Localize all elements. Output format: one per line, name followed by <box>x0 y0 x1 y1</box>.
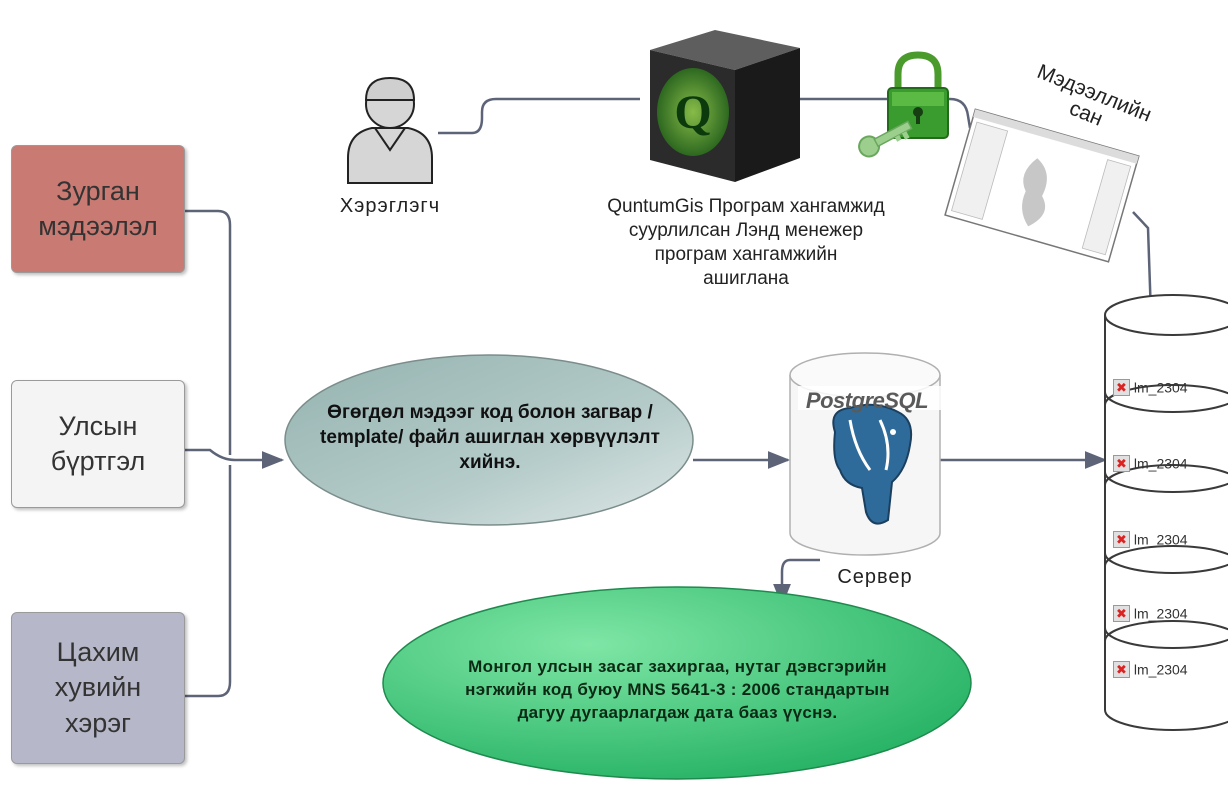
db-layer-label: lm_2304 <box>1133 605 1188 622</box>
result-oval <box>382 586 972 780</box>
database-screenshot-image <box>944 108 1140 263</box>
source-box-registry: Улсын бүртгэл <box>11 380 185 508</box>
server-label: Сервер <box>837 566 913 588</box>
storage-cylinder-stack <box>1104 294 1228 731</box>
postgres-label: PostgreSQL <box>805 388 929 413</box>
process-oval <box>284 354 694 526</box>
source-label-images: Зурган мэдээлэл <box>38 175 158 241</box>
user-to-qgis-connector <box>438 97 640 135</box>
server-to-result-connector <box>773 558 820 607</box>
result-text: Монгол улсын засаг захиргаа, нутаг дэвсг… <box>465 657 890 722</box>
source-label-e-files: Цахим хувийн хэрэг <box>54 637 142 738</box>
qgis-to-database-connector <box>796 97 972 129</box>
db-layer-item: ✖ lm_2304 <box>1113 660 1188 678</box>
postgres-elephant-icon <box>832 403 913 525</box>
db-layer-label: lm_2304 <box>1133 379 1188 396</box>
svg-text:Q: Q <box>674 86 711 139</box>
db-layer-label: lm_2304 <box>1133 531 1188 548</box>
error-icon: ✖ <box>1113 660 1130 678</box>
db-layer-label: lm_2304 <box>1133 455 1188 472</box>
process-text: Өгөгдөл мэдээг код болон загвар / templa… <box>320 402 660 473</box>
source-box-images: Зурган мэдээлэл <box>11 145 185 273</box>
qgis-server-box-icon: Q <box>650 30 800 182</box>
db-layer-item: ✖ lm_2304 <box>1113 378 1188 396</box>
error-icon: ✖ <box>1113 454 1130 472</box>
user-icon <box>347 76 433 184</box>
db-layer-item: ✖ lm_2304 <box>1113 530 1188 548</box>
error-icon: ✖ <box>1113 378 1130 396</box>
error-icon: ✖ <box>1113 530 1130 548</box>
db-layer-item: ✖ lm_2304 <box>1113 604 1188 622</box>
error-icon: ✖ <box>1113 604 1130 622</box>
source-label-registry: Улсын бүртгэл <box>50 410 146 476</box>
key-icon <box>858 120 913 158</box>
qgis-caption: QuntumGis Програм хангамжид суурлилсан Л… <box>607 196 885 289</box>
source-connectors <box>183 209 285 698</box>
db-layer-label: lm_2304 <box>1133 661 1188 678</box>
db-layer-item: ✖ lm_2304 <box>1113 454 1188 472</box>
source-box-e-files: Цахим хувийн хэрэг <box>11 612 185 764</box>
user-label: Хэрэглэгч <box>339 195 441 217</box>
lock-icon <box>887 51 949 139</box>
